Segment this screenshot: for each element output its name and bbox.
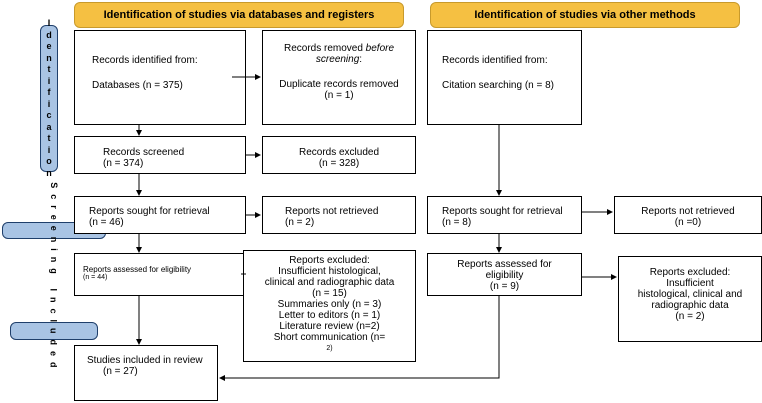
records-excluded-box: Records excluded (n = 328): [262, 136, 416, 174]
reports-assessed-databases-box: Reports assessed for eligibility (n = 44…: [74, 253, 246, 296]
reports-not-retrieved-databases-box: Reports not retrieved (n = 2): [262, 196, 416, 234]
reports-excluded-databases-box: Reports excluded: Insufficient histologi…: [243, 250, 416, 362]
reports-assessed-other-box: Reports assessed for eligibility (n = 9): [427, 253, 582, 296]
records-identified-databases-box: Records identified from: Databases (n = …: [74, 30, 246, 125]
reports-not-retrieved-other-box: Reports not retrieved (n =0): [614, 196, 762, 234]
stage-included: Included: [10, 288, 98, 374]
header-databases: Identification of studies via databases …: [74, 2, 404, 28]
studies-included-box: Studies included in review (n = 27): [74, 345, 218, 401]
records-removed-box: Records removed before screening: Duplic…: [262, 30, 416, 125]
records-identified-other-box: Records identified from: Citation search…: [427, 30, 582, 125]
reports-sought-databases-box: Reports sought for retrieval (n = 46): [74, 196, 246, 234]
records-screened-box: Records screened (n = 374): [74, 136, 246, 174]
header-other-methods: Identification of studies via other meth…: [430, 2, 740, 28]
reports-sought-other-box: Reports sought for retrieval (n = 8): [427, 196, 582, 234]
reports-excluded-other-box: Reports excluded: Insufficient histologi…: [618, 256, 762, 342]
arrow-other-assessed-to-included: [219, 296, 500, 381]
